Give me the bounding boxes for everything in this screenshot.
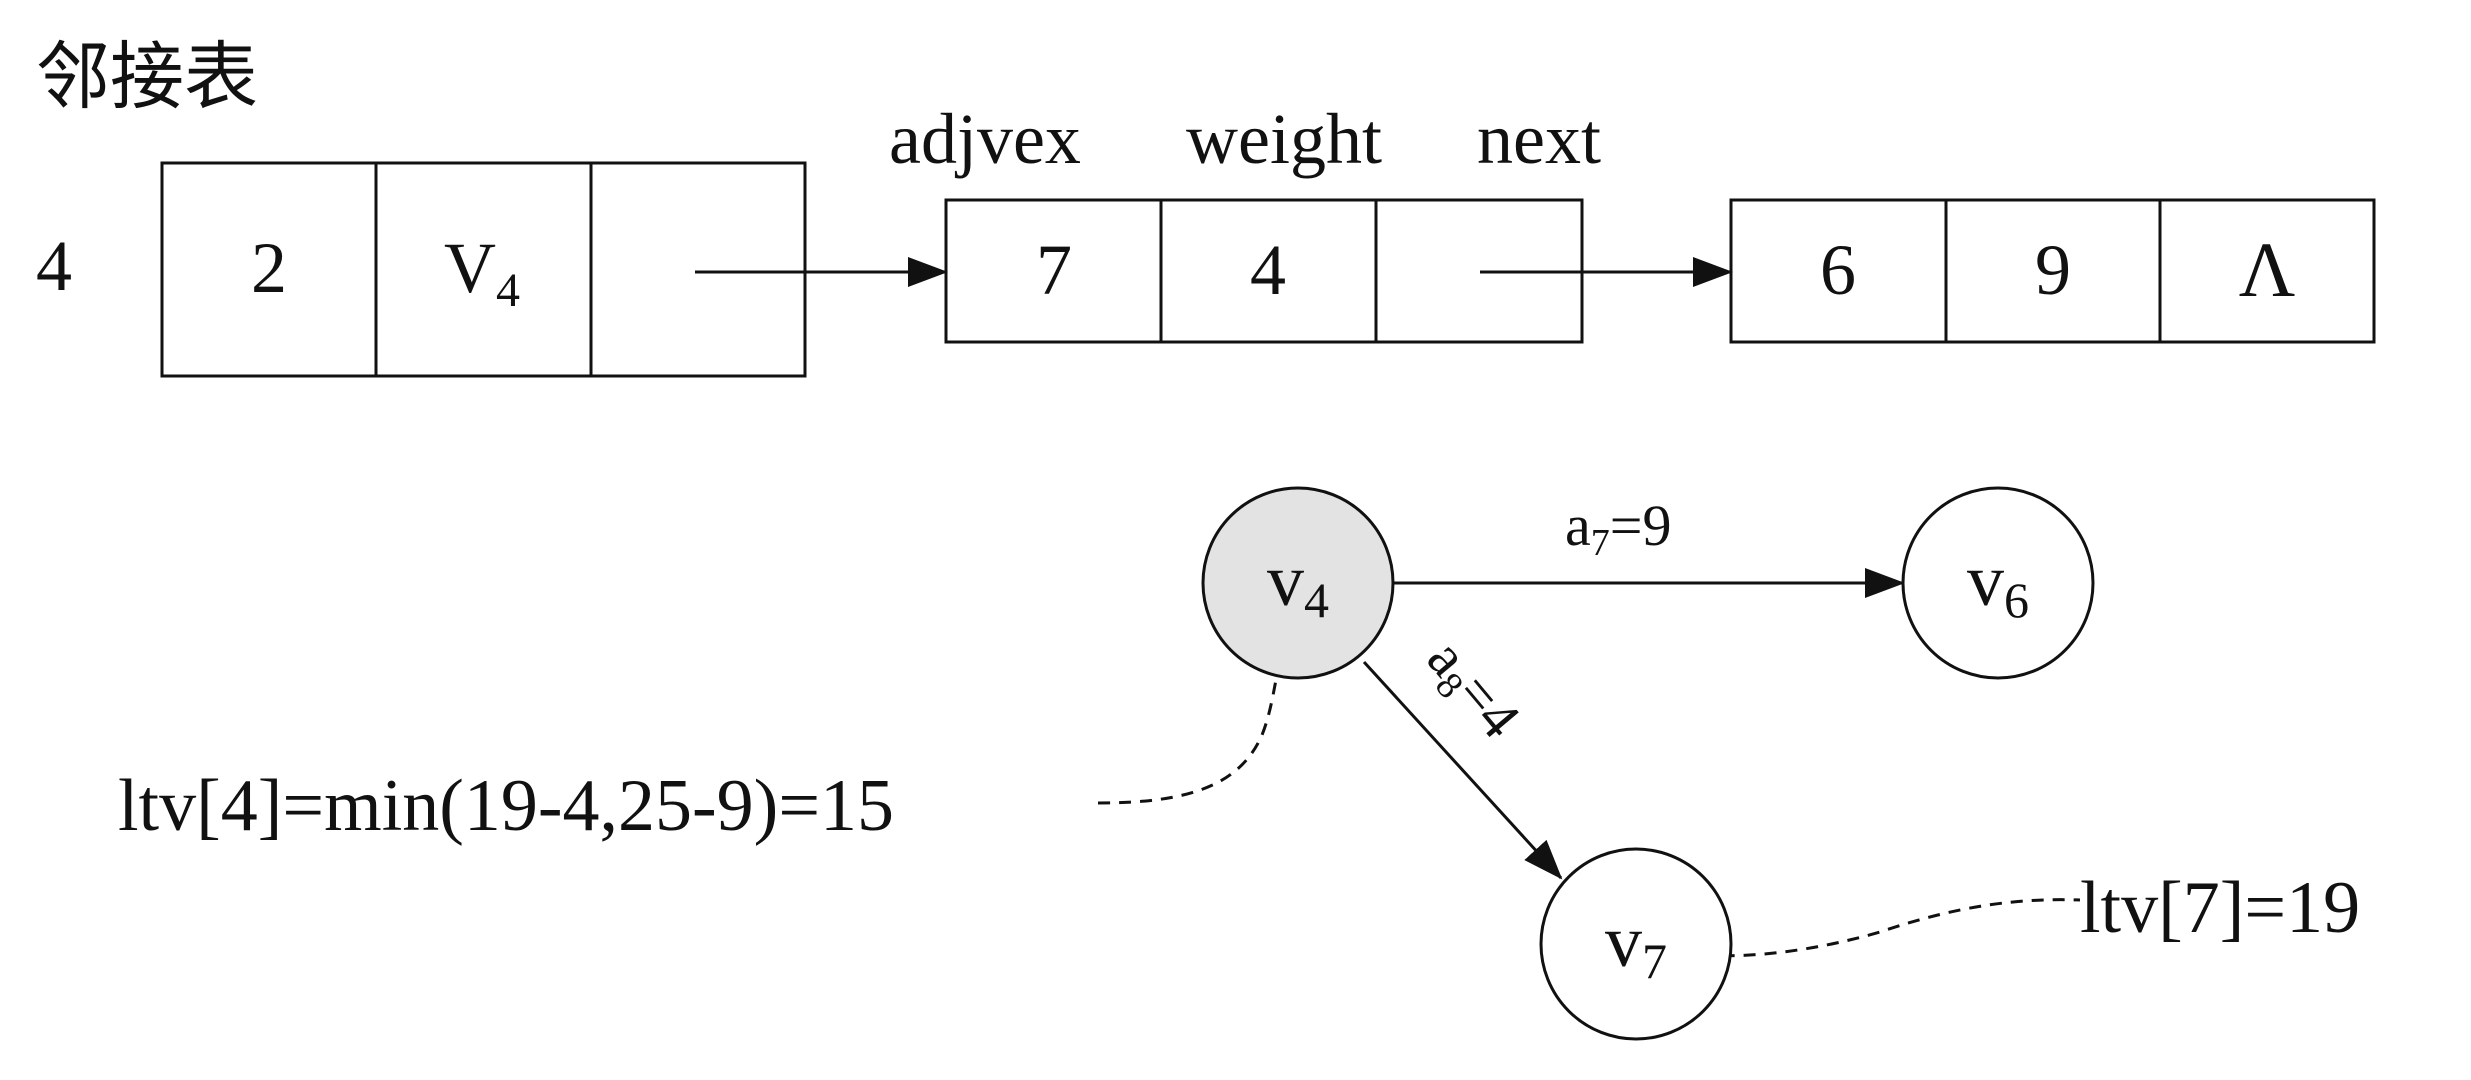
header-weight: weight	[1186, 99, 1382, 179]
vertex-index-label: 4	[36, 226, 72, 306]
edge-node-weight: 9	[2035, 230, 2071, 310]
node-v4-label: v4	[1267, 540, 1329, 628]
edge-node-adjvex: 7	[1036, 230, 1072, 310]
head-vertex-sub: 4	[496, 264, 520, 317]
vertex-head-node: 2 V4	[160, 161, 807, 378]
head-vertex-main: V	[444, 228, 496, 308]
header-next: next	[1477, 99, 1601, 179]
field-headers: adjvex weight next	[889, 99, 1601, 179]
edge-node: 6 9 Λ	[1729, 198, 2376, 344]
edge-node-weight: 4	[1250, 230, 1286, 310]
edge-label-a7: a7=9	[1565, 493, 1671, 564]
head-vertex-data: V4	[444, 228, 520, 317]
annotation-ltv4: ltv[4]=min(19-4,25-9)=15	[118, 765, 894, 847]
header-adjvex: adjvex	[889, 99, 1081, 179]
edge-node-null-next: Λ	[2239, 226, 2296, 313]
edge-node-adjvex: 6	[1820, 230, 1856, 310]
head-in-degree: 2	[251, 228, 287, 308]
graph-node-v4: v4	[1201, 486, 1395, 680]
node-v7-label: v7	[1605, 901, 1667, 989]
graph-node-v6: v6	[1901, 486, 2095, 680]
annotation-leader-v4	[1097, 599, 1296, 805]
node-v6-label: v6	[1967, 540, 2029, 628]
edge-node: 7 4	[944, 198, 1584, 344]
diagram-title: 邻接表	[36, 34, 258, 120]
graph-node-v7: v7	[1539, 847, 1733, 1041]
annotation-ltv7: ltv[7]=19	[2080, 867, 2360, 949]
graph-edge-v4-v7	[1362, 660, 1563, 880]
